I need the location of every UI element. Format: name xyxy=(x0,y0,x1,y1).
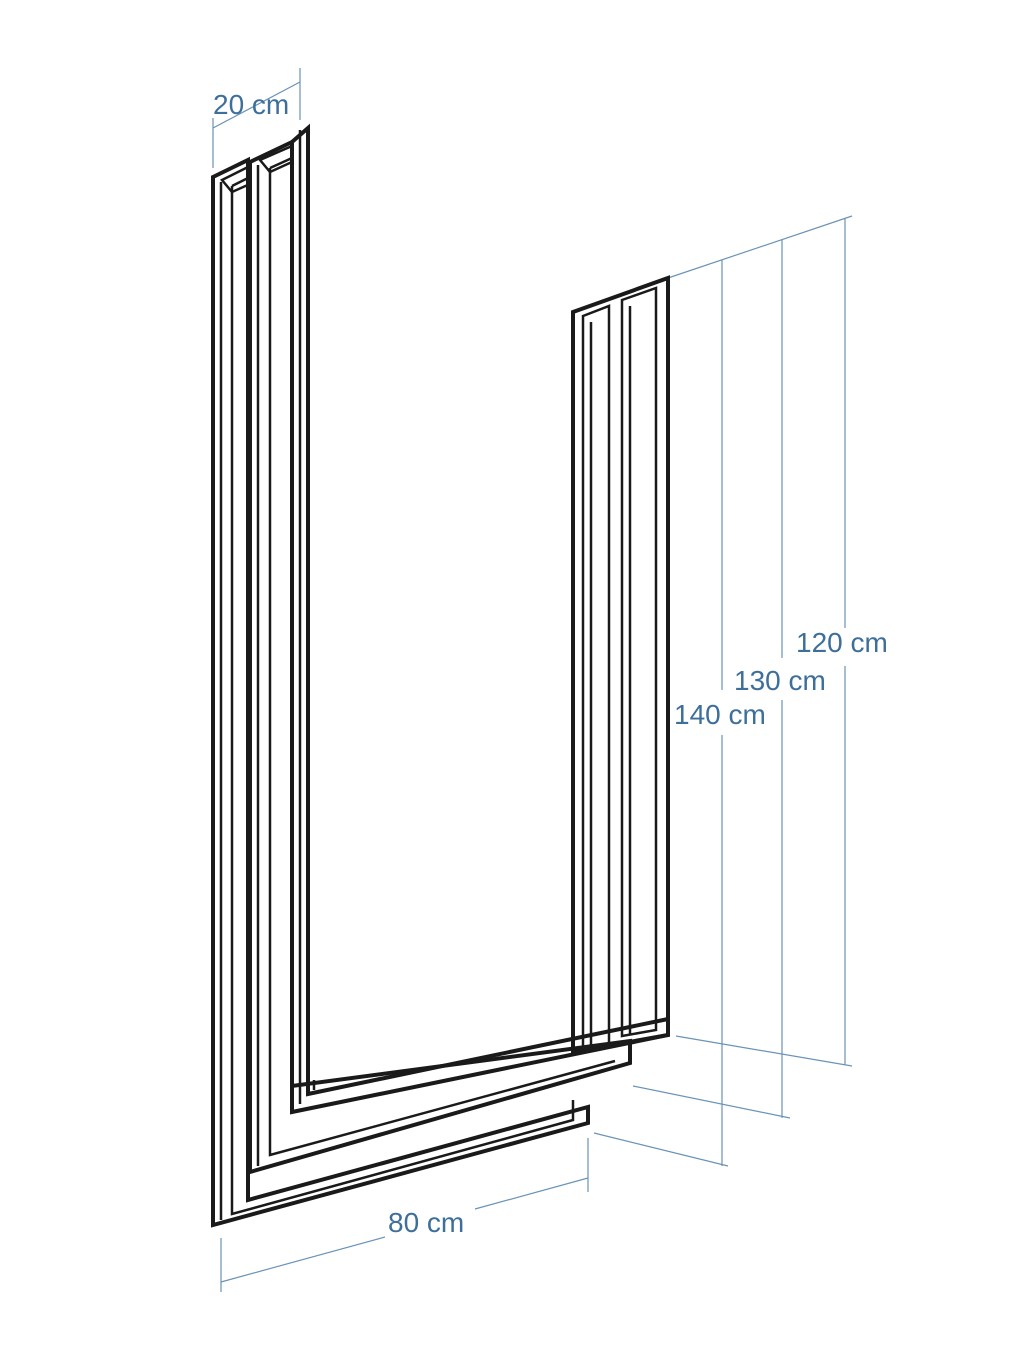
right-uprights xyxy=(571,275,670,1055)
frame-inner-120-outline xyxy=(290,123,670,1115)
frame-middle-130-inner-edge xyxy=(268,168,616,1157)
width-dimension-line-right xyxy=(474,1177,589,1210)
bottom-extension-140 xyxy=(593,1132,729,1167)
frame-inner-120 xyxy=(290,123,670,1115)
depth-dimension-line xyxy=(212,81,301,129)
height-120-label: 120 cm xyxy=(796,627,888,658)
left-cap-front xyxy=(220,163,252,194)
left-cap-back xyxy=(257,144,294,174)
width-label: 80 cm xyxy=(388,1207,464,1238)
bottom-extension-120 xyxy=(675,1035,853,1067)
right-upright-back-slot xyxy=(620,286,658,1038)
bottom-extension-130 xyxy=(632,1085,791,1119)
frame-outer-140 xyxy=(211,156,590,1228)
right-upright-outline xyxy=(571,275,670,1055)
frame-outer-140-top-inner xyxy=(231,176,249,188)
frame-outer-140-inner-edge xyxy=(230,186,575,1216)
height-140-label: 140 cm xyxy=(674,699,766,730)
left-upright-caps xyxy=(220,144,294,194)
depth-label: 20 cm xyxy=(213,89,289,120)
top-extension-line xyxy=(667,215,853,279)
right-upright-front-slot xyxy=(581,304,611,1050)
width-dimension-line-left xyxy=(220,1236,386,1283)
dimension-lines xyxy=(212,68,853,1292)
frame-middle-130-top-inner xyxy=(269,156,293,170)
height-130-label: 130 cm xyxy=(734,665,826,696)
